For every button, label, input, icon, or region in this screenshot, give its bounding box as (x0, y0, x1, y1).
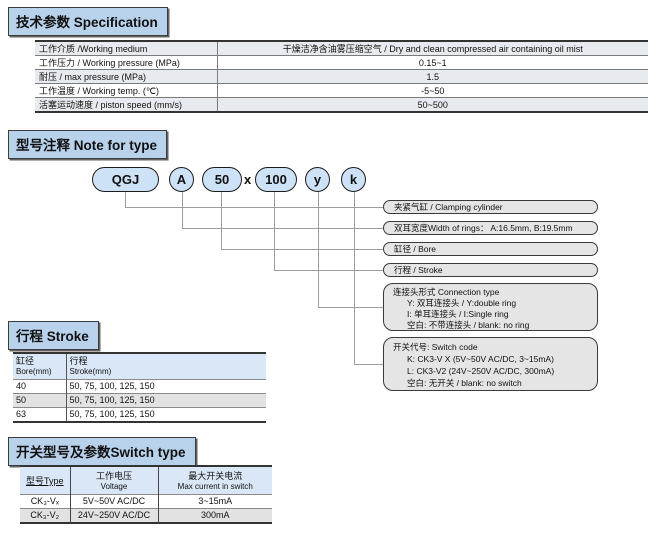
table-row: 耐压 / max pressure (MPa) 1.5 (35, 69, 648, 84)
spec-label: 工作介质 /Working medium (35, 41, 218, 56)
code-part-switch: k (341, 167, 366, 192)
bore-cell: 50 (13, 392, 67, 407)
connection-box-title: 连接头形式 Connection type (393, 287, 500, 297)
label-clamping-cylinder: 夹紧气缸 / Clamping cylinder (383, 200, 598, 214)
bore-cell: 40 (13, 378, 67, 393)
code-part-connection: y (305, 167, 330, 192)
table-header-row: 型号Type 工作电压 Voltage 最大开关电流 Max current i… (20, 466, 272, 494)
switch-col3-header: 最大开关电流 Max current in switch (177, 471, 253, 492)
spec-section-title: 技术参数 Specification (8, 7, 168, 36)
table-row: 50 50, 75, 100, 125, 150 (13, 392, 266, 407)
spec-label: 工作温度 / Working temp. (℃) (35, 83, 218, 98)
connection-box-line: 空白: 不带连接头 / blank: no ring (407, 320, 530, 330)
table-header-row: 缸径 Bore(mm) 行程 Stroke(mm) (13, 353, 266, 379)
connector-line (274, 192, 275, 270)
spec-label: 耐压 / max pressure (MPa) (35, 69, 218, 84)
spec-value: 1.5 (217, 69, 648, 84)
code-part-series: QGJ (92, 167, 159, 192)
code-part-ring-width: A (169, 167, 194, 192)
switch-col2-header: 工作电压 Voltage (70, 466, 159, 494)
switch-section-title: 开关型号及参数Switch type (8, 437, 196, 466)
stroke-cell: 50, 75, 100, 125, 150 (66, 378, 266, 393)
stroke-col1-header: 缸径 Bore(mm) (13, 353, 67, 379)
label-stroke: 行程 / Stroke (383, 263, 598, 277)
label-connection-type-box: 连接头形式 Connection type Y: 双耳连接头 / Y:doubl… (383, 283, 598, 331)
code-separator: x (244, 172, 252, 187)
connector-line (221, 192, 222, 249)
table-row: CK₃-V₂ 24V~250V AC/DC 300mA (20, 507, 272, 523)
table-row: 63 50, 75, 100, 125, 150 (13, 406, 266, 422)
connector-line (182, 192, 183, 228)
stroke-cell: 50, 75, 100, 125, 150 (66, 392, 266, 407)
code-part-stroke: 100 (255, 167, 297, 192)
stroke-cell: 50, 75, 100, 125, 150 (66, 406, 266, 422)
table-row: 40 50, 75, 100, 125, 150 (13, 378, 266, 393)
switch-voltage-cell: 5V~50V AC/DC (70, 493, 159, 508)
connector-line (125, 207, 383, 208)
switch-box-line: K: CK3-V X (5V~50V AC/DC, 3~15mA) (407, 354, 554, 364)
connection-box-line: Y: 双耳连接头 / Y:double ring (407, 298, 517, 308)
spec-value: -5~50 (217, 83, 648, 98)
switch-type-cell: CK₃-Vₓ (20, 493, 71, 508)
table-row: 活塞运动速度 / piston speed (mm/s) 50~500 (35, 97, 648, 112)
stroke-section-title: 行程 Stroke (8, 321, 99, 350)
stroke-col2-header: 行程 Stroke(mm) (69, 356, 112, 376)
connector-line (318, 307, 383, 308)
switch-voltage-cell: 24V~250V AC/DC (70, 507, 159, 523)
switch-current-cell: 300mA (158, 507, 272, 523)
stroke-table: 缸径 Bore(mm) 行程 Stroke(mm) 40 50, 75, 100… (13, 352, 266, 423)
spec-label: 活塞运动速度 / piston speed (mm/s) (35, 97, 218, 112)
label-bore: 缸径 / Bore (383, 242, 598, 256)
connector-line (125, 192, 126, 207)
bore-cell: 63 (13, 406, 67, 422)
switch-type-cell: CK₃-V₂ (20, 507, 71, 523)
connector-line (354, 192, 355, 364)
table-row: CK₃-Vₓ 5V~50V AC/DC 3~15mA (20, 493, 272, 508)
table-row: 工作温度 / Working temp. (℃) -5~50 (35, 83, 648, 98)
switch-table: 型号Type 工作电压 Voltage 最大开关电流 Max current i… (20, 465, 272, 524)
spec-label: 工作压力 / Working pressure (MPa) (35, 55, 218, 70)
switch-col1-header: 型号Type (20, 466, 71, 494)
switch-box-line: 空白: 无开关 / blank: no switch (407, 378, 522, 388)
table-row: 工作介质 /Working medium 干燥洁净含油雾压缩空气 / Dry a… (35, 41, 648, 56)
spec-value: 干燥洁净含油雾压缩空气 / Dry and clean compressed a… (282, 44, 583, 54)
connector-line (221, 249, 383, 250)
switch-box-line: L: CK3-V2 (24V~250V AC/DC, 300mA) (407, 366, 555, 376)
spec-value: 0.15~1 (217, 55, 648, 70)
table-row: 工作压力 / Working pressure (MPa) 0.15~1 (35, 55, 648, 70)
label-switch-code-box: 开关代号: Switch code K: CK3-V X (5V~50V AC/… (383, 337, 598, 391)
connector-line (354, 364, 383, 365)
spec-table: 工作介质 /Working medium 干燥洁净含油雾压缩空气 / Dry a… (35, 40, 648, 113)
switch-current-cell: 3~15mA (158, 493, 272, 508)
connector-line (182, 228, 383, 229)
connection-box-line: I: 单耳连接头 / I:Single ring (407, 309, 509, 319)
spec-value: 50~500 (217, 97, 648, 112)
type-section-title: 型号注释 Note for type (8, 130, 168, 159)
label-ring-width: 双耳宽度Width of rings： A:16.5mm, B:19.5mm (383, 221, 598, 235)
code-part-bore: 50 (202, 167, 242, 192)
switch-box-title: 开关代号: Switch code (393, 342, 478, 352)
connector-line (274, 270, 383, 271)
